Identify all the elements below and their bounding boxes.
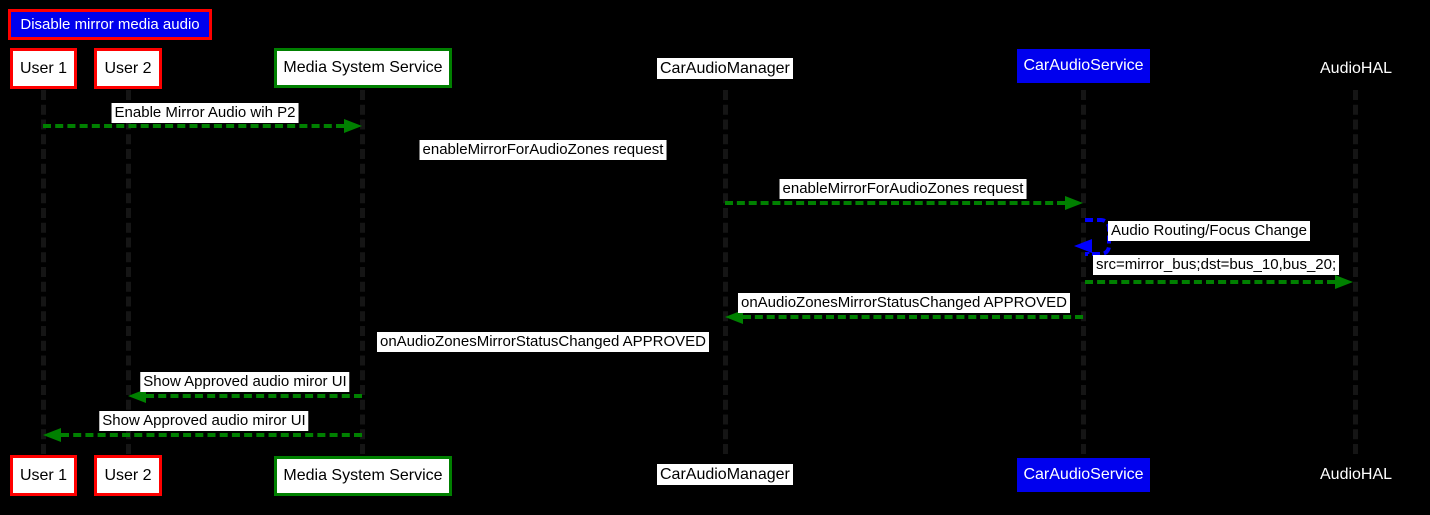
message-label-enable-mirror-zones-1: enableMirrorForAudioZones request	[419, 140, 667, 160]
participant-media-system-service-top: Media System Service	[274, 48, 452, 88]
message-label-enable-mirror-zones-2: enableMirrorForAudioZones request	[779, 179, 1027, 199]
message-label-audio-routing-focus-change: Audio Routing/Focus Change	[1108, 221, 1310, 241]
arrowhead-left-icon	[725, 310, 743, 324]
participant-caraudiomanager-bottom: CarAudioManager	[657, 464, 793, 485]
participant-caraudioservice-top: CarAudioService	[1017, 49, 1150, 83]
participant-media-system-service-bottom: Media System Service	[274, 456, 452, 496]
message-arrow-enable-mirror-zones-2	[725, 201, 1065, 205]
arrowhead-right-icon	[344, 119, 362, 133]
message-arrow-enable-mirror-audio	[43, 124, 344, 128]
lifeline-audiohal	[1353, 90, 1358, 454]
participant-caraudiomanager-top: CarAudioManager	[657, 58, 793, 79]
participant-audiohal-top: AudioHAL	[1320, 60, 1393, 77]
participant-user1-top: User 1	[10, 48, 77, 89]
message-arrow-show-approved-ui-2	[61, 433, 362, 437]
lifeline-user1	[41, 90, 46, 454]
arrowhead-right-icon	[1335, 275, 1353, 289]
message-arrow-src-dst-bus	[1085, 280, 1335, 284]
message-label-enable-mirror-audio: Enable Mirror Audio wih P2	[111, 103, 299, 123]
arrowhead-left-icon	[43, 428, 61, 442]
diagram-title: Disable mirror media audio	[8, 9, 212, 40]
arrowhead-left-icon	[128, 389, 146, 403]
participant-user2-top: User 2	[94, 48, 162, 89]
participant-user2-bottom: User 2	[94, 455, 162, 496]
message-arrow-show-approved-ui-1	[146, 394, 362, 398]
lifeline-user2	[126, 90, 131, 454]
message-label-mirror-status-approved-2: onAudioZonesMirrorStatusChanged APPROVED	[376, 332, 710, 352]
arrowhead-right-icon	[1065, 196, 1083, 210]
arrowhead-left-icon	[1074, 239, 1092, 253]
message-arrow-mirror-status-approved-1	[743, 315, 1083, 319]
message-label-show-approved-ui-2: Show Approved audio miror UI	[99, 411, 309, 431]
lifeline-caraudioservice	[1081, 90, 1086, 454]
message-label-mirror-status-approved-1: onAudioZonesMirrorStatusChanged APPROVED	[737, 293, 1071, 313]
message-label-show-approved-ui-1: Show Approved audio miror UI	[140, 372, 350, 392]
participant-audiohal-bottom: AudioHAL	[1320, 466, 1393, 483]
message-label-src-dst-bus: src=mirror_bus;dst=bus_10,bus_20;	[1093, 255, 1340, 275]
lifeline-caraudiomanager	[723, 90, 728, 454]
participant-caraudioservice-bottom: CarAudioService	[1017, 458, 1150, 492]
participant-user1-bottom: User 1	[10, 455, 77, 496]
lifeline-media-system-service	[360, 90, 365, 454]
